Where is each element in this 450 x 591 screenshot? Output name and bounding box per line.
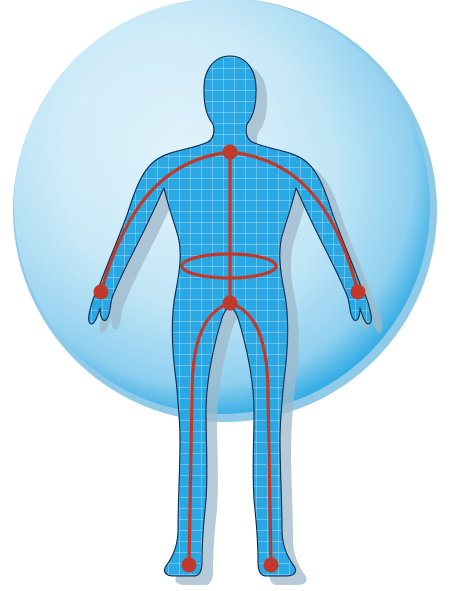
neck-measure-point [223, 145, 238, 160]
crotch-measure-point [223, 296, 238, 311]
right-wrist-measure-point [351, 285, 366, 300]
left-ankle-measure-point [182, 558, 197, 573]
right-ankle-measure-point [264, 558, 279, 573]
left-wrist-measure-point [94, 285, 109, 300]
